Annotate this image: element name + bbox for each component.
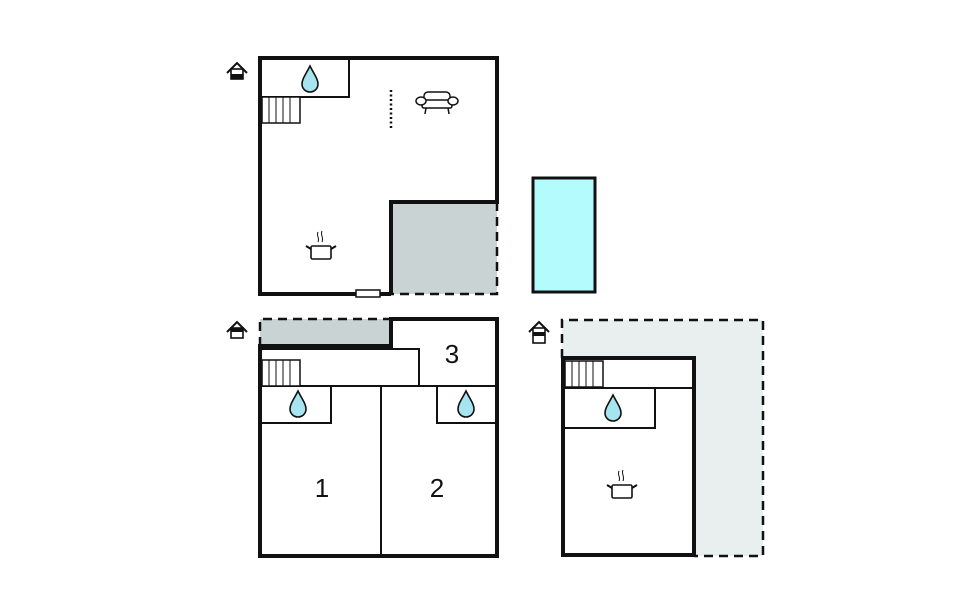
room-label-2: 2 bbox=[430, 473, 444, 503]
floor-level-icon bbox=[528, 320, 550, 344]
room-label-1: 1 bbox=[315, 473, 329, 503]
stairs-icon bbox=[261, 359, 301, 387]
bathroom-icon bbox=[604, 394, 622, 422]
bathroom-icon bbox=[289, 390, 307, 418]
room-label-3: 3 bbox=[445, 339, 459, 369]
kitchen-icon bbox=[606, 469, 638, 499]
balcony bbox=[260, 319, 391, 346]
swimming-pool bbox=[531, 176, 597, 294]
bathroom-icon bbox=[457, 390, 475, 418]
annex-floor bbox=[528, 318, 765, 558]
stairs-icon bbox=[261, 96, 301, 124]
entrance-door bbox=[355, 289, 381, 298]
bathroom-icon bbox=[301, 65, 319, 93]
kitchen-icon bbox=[305, 230, 337, 260]
floor-level-icon bbox=[226, 320, 248, 339]
stairs-icon bbox=[564, 360, 604, 388]
terrace bbox=[391, 202, 497, 294]
upper-floor: 3 1 2 bbox=[226, 317, 499, 558]
garden-area bbox=[562, 320, 763, 556]
living-room-icon bbox=[415, 91, 459, 115]
floor-level-icon bbox=[226, 61, 248, 80]
ground-floor bbox=[226, 56, 499, 298]
